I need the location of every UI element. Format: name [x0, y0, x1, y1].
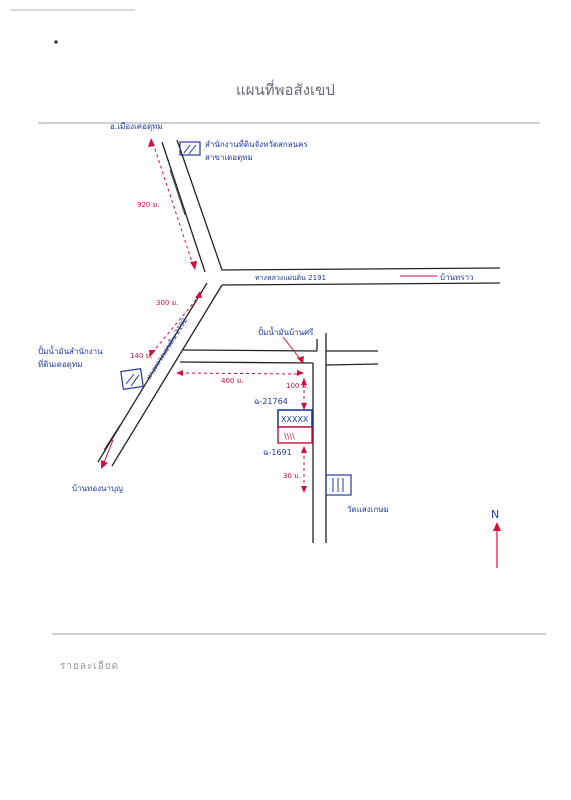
- distance-top: 920 ม.: [137, 201, 159, 209]
- land-office-building: [179, 141, 201, 156]
- left-landmark-building: [120, 368, 144, 390]
- label-left-landmark: ปั้มน้ำมันสำนักงาน: [38, 345, 103, 356]
- label-bottom-left-destination: บ้านทองนาบุญ: [72, 484, 123, 493]
- label-temple: วัดแสงเกษม: [347, 505, 389, 514]
- arrow-horizontal: [179, 372, 301, 375]
- arrow-mid: [151, 294, 201, 354]
- distance-bottom: 30 ม.: [283, 472, 301, 480]
- road-right-edge-a: [221, 267, 501, 271]
- lane-marks: [103, 169, 186, 451]
- branch-road-edge-a: [182, 349, 318, 352]
- page-title: แผนที่พอสังเขป: [236, 81, 335, 99]
- temple-building: [325, 474, 352, 496]
- label-right-destination: บ้านทราว: [440, 273, 474, 282]
- parcel-lower-marks: \\\\: [284, 432, 295, 441]
- label-main-road: ทางหลวงแผ่นดิน 2191: [255, 274, 326, 282]
- arrow-heads: [101, 138, 307, 493]
- distance-right-down: 100 ม.: [286, 382, 308, 390]
- label-parcel-lower: ฉ-1691: [263, 448, 292, 457]
- label-left-landmark-line2: ที่ดินเดอดุทม: [38, 358, 82, 369]
- branch-road-edge-b: [179, 361, 314, 364]
- label-parcel-upper: ฉ-21764: [254, 397, 288, 406]
- label-land-office-line2: สาขาเดอดุทม: [205, 153, 253, 162]
- label-land-office: สำนักงานที่ดินจังหวัดสกลนคร: [205, 138, 308, 149]
- arrow-factory: [282, 336, 302, 361]
- details-label: รายละเอียด: [60, 661, 120, 672]
- label-top-left-destination: อ.เมืองเคอดุทม: [110, 122, 163, 131]
- road-lower-edge-b: [111, 284, 223, 467]
- parcel-upper-marks: XXXXX: [281, 415, 309, 424]
- distance-horizontal: 400 ม.: [221, 377, 243, 385]
- parcel-lower-box: [277, 426, 313, 444]
- road-upper-edge-a: [161, 141, 206, 273]
- solid-arrows: [102, 275, 437, 466]
- road-upper-edge-b: [176, 139, 223, 271]
- spur-edge-b: [325, 363, 379, 366]
- arrow-bottom-left: [102, 439, 114, 466]
- distance-left: 140 ม.: [130, 352, 152, 360]
- stray-mark: [54, 40, 58, 44]
- road-right-edge-b: [221, 282, 501, 286]
- roads: [97, 139, 501, 543]
- north-label: N: [491, 508, 499, 521]
- north-arrow: [493, 522, 501, 568]
- distance-mid: 300 ม.: [156, 299, 178, 307]
- label-factory: ปั้มน้ำมันบ้านศรี: [258, 326, 314, 337]
- road-lower-edge-a: [97, 282, 208, 463]
